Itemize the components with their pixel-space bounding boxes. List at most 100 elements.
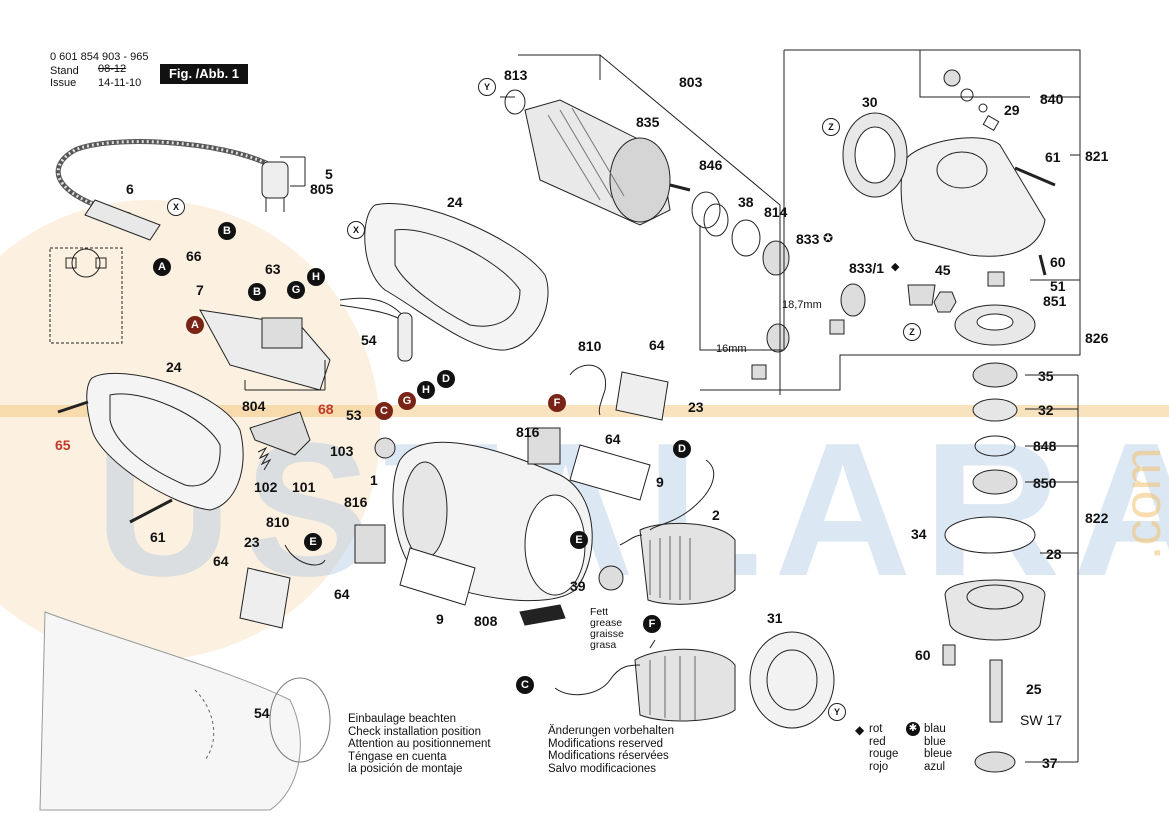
part-label-61-right: 61	[1045, 149, 1061, 165]
grease-note: Fett grease graisse grasa	[590, 607, 624, 651]
changes-note-line: Salvo modificaciones	[548, 762, 657, 775]
connector-b-cable: B	[218, 222, 236, 240]
legend-red-line: rojo	[869, 760, 889, 773]
reference-y-armature: Y	[478, 78, 496, 96]
dimension-18-7mm: 18,7mm	[782, 299, 822, 311]
part-label-31: 31	[767, 610, 783, 626]
installation-note-line: Attention au positionnement	[348, 738, 491, 750]
part-label-835: 835	[636, 114, 660, 130]
connector-a-switch: A	[186, 316, 204, 334]
part-label-808: 808	[474, 613, 498, 629]
part-label-61-left: 61	[150, 529, 166, 545]
part-label-1: 1	[370, 472, 378, 488]
installation-note-line: Einbaulage beachten	[348, 713, 457, 725]
part-label-28: 28	[1046, 546, 1062, 562]
stand-value: 08-12	[98, 63, 127, 75]
part-label-2: 2	[712, 507, 720, 523]
part-label-102: 102	[254, 479, 278, 495]
installation-note-line: Téngase en cuenta	[348, 750, 447, 763]
part-label-803: 803	[679, 74, 703, 90]
part-label-850: 850	[1033, 475, 1057, 491]
reference-z-gear: Z	[822, 118, 840, 136]
connector-g-top: G	[287, 281, 305, 299]
legend-red-line: rot	[869, 723, 883, 735]
part-label-840: 840	[1040, 91, 1064, 107]
diamond-icon: ◆	[891, 261, 900, 273]
part-label-53: 53	[346, 407, 362, 423]
part-label-24-top: 24	[447, 194, 463, 210]
changes-note-line: Modifications réservées	[548, 750, 669, 762]
part-label-68: 68	[318, 401, 334, 417]
connector-c-lead: C	[516, 676, 534, 694]
grease-note-line: graisse	[590, 628, 624, 640]
connector-f-top: F	[548, 394, 566, 412]
connector-d-lead: D	[673, 440, 691, 458]
part-label-846: 846	[699, 157, 723, 173]
legend-blue-line: azul	[924, 760, 946, 773]
part-label-65: 65	[55, 437, 71, 453]
stand-label: Stand	[50, 65, 79, 77]
reference-x-cable: X	[167, 198, 185, 216]
part-label-833: 833	[796, 231, 820, 247]
part-label-7: 7	[196, 282, 204, 298]
star-icon: ✱	[906, 722, 920, 736]
legend-red-line: rouge	[869, 748, 899, 760]
part-label-29: 29	[1004, 102, 1020, 118]
connector-e-right: E	[570, 531, 588, 549]
part-label-64-b: 64	[605, 431, 621, 447]
connector-h-top: H	[307, 268, 325, 286]
part-label-805: 805	[310, 181, 334, 197]
part-number: 0 601 854 903 - 965	[50, 51, 149, 63]
part-label-60-bottom: 60	[915, 647, 931, 663]
part-label-54: 54	[361, 332, 377, 348]
connector-h-bottom: H	[417, 381, 435, 399]
reference-x-housing: X	[347, 221, 365, 239]
installation-note-line: Check installation position	[348, 725, 481, 738]
legend-blue-line: blau	[924, 723, 946, 735]
part-label-64-d: 64	[213, 553, 229, 569]
grease-note-line: grasa	[590, 639, 617, 651]
part-label-45: 45	[935, 262, 951, 278]
changes-note-line: Änderungen vorbehalten	[548, 725, 674, 737]
part-label-60-top: 60	[1050, 254, 1066, 270]
watermark-suffix: .com	[1114, 447, 1169, 560]
part-label-9-left: 9	[436, 611, 444, 627]
connector-f-bottom: F	[643, 615, 661, 633]
part-label-25: 25	[1026, 681, 1042, 697]
changes-note-line: Modifications reserved	[548, 737, 664, 750]
reference-z-bearing: Z	[903, 323, 921, 341]
part-label-6: 6	[126, 181, 134, 197]
part-label-9-right: 9	[656, 474, 664, 490]
connector-b-switch: B	[248, 283, 266, 301]
part-label-32: 32	[1038, 402, 1054, 418]
part-label-826: 826	[1085, 330, 1109, 346]
part-label-66: 66	[186, 248, 202, 264]
legend-blue-line: blue	[924, 735, 946, 748]
legend-blue-line: bleue	[924, 748, 953, 760]
legend-red: ◆ rot red rouge rojo	[855, 723, 898, 773]
part-label-30: 30	[862, 94, 878, 110]
part-label-23-top: 23	[688, 399, 704, 415]
legend-blue: ✱ blau blue bleue azul	[906, 722, 953, 773]
connector-g-bottom: G	[398, 392, 416, 410]
legend-red-line: red	[869, 735, 886, 748]
grease-note-line: Fett	[590, 606, 609, 618]
part-label-39: 39	[570, 578, 586, 594]
part-label-816-top: 816	[516, 424, 540, 440]
figure-label: Fig. /Abb. 1	[160, 64, 248, 84]
part-label-5: 5	[325, 166, 333, 182]
part-label-821: 821	[1085, 148, 1109, 164]
part-label-38: 38	[738, 194, 754, 210]
part-label-51: 51	[1050, 278, 1066, 294]
part-label-103: 103	[330, 443, 354, 459]
part-label-64-a: 64	[649, 337, 665, 353]
part-label-848: 848	[1033, 438, 1057, 454]
part-label-54-inset: 54	[254, 705, 270, 721]
part-label-851: 851	[1043, 293, 1067, 309]
part-label-35: 35	[1038, 368, 1054, 384]
dimension-16mm: 16mm	[716, 343, 747, 355]
connector-c-switch: C	[375, 402, 393, 420]
connector-d-switch: D	[437, 370, 455, 388]
